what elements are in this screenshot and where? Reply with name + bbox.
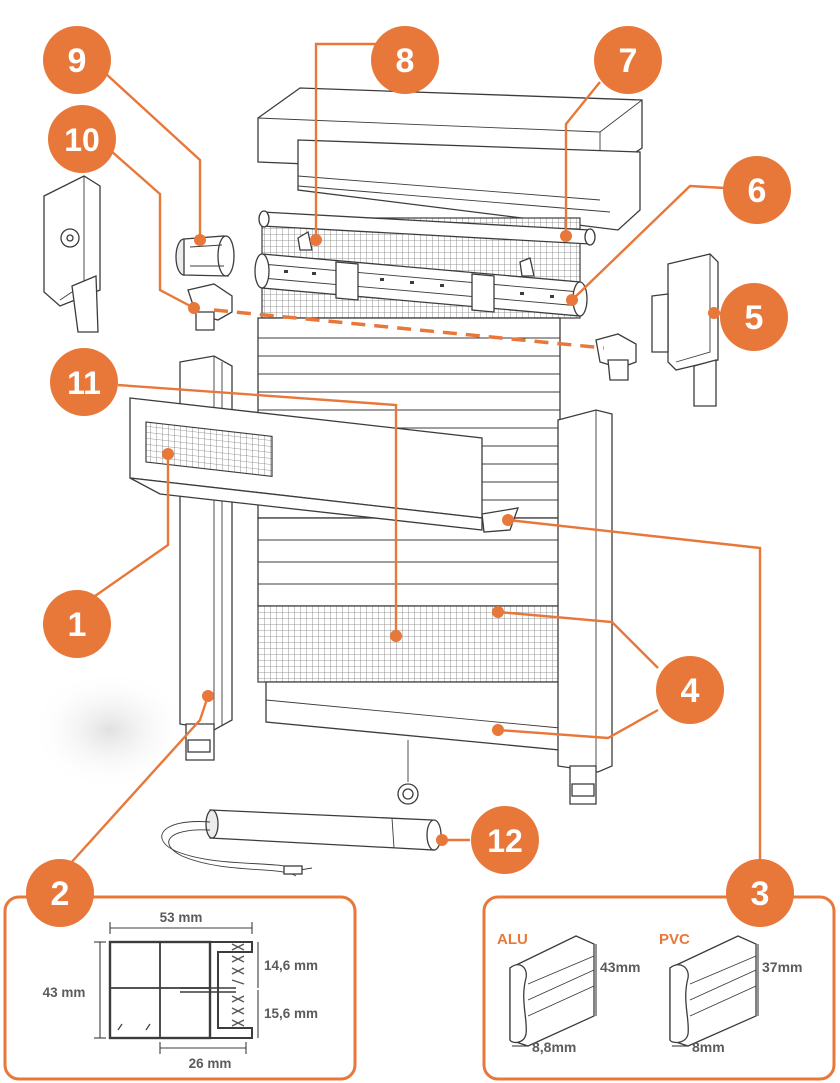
- profile-width-bottom: 26 mm: [189, 1056, 232, 1071]
- slat-profile-panel: ALU 43mm 8,8mm PVC 37mm 8mm: [482, 895, 836, 1081]
- callout-12: 12: [471, 806, 539, 874]
- leader-endpoints: [162, 230, 720, 846]
- right-guide-rail: [557, 409, 613, 805]
- callout-1: 1: [43, 590, 111, 658]
- pvc-slat-drawing: [669, 935, 759, 1047]
- callout-6: 6: [723, 156, 791, 224]
- callout-8: 8: [371, 26, 439, 94]
- alu-height: 43mm: [600, 959, 640, 975]
- front-fascia: [129, 397, 519, 533]
- bracket-right: [595, 333, 637, 381]
- callout-2: 2: [26, 859, 94, 927]
- profile-dimension-lines: [94, 922, 259, 1054]
- alu-thickness: 8,8mm: [532, 1039, 576, 1055]
- drop-shadow: [30, 670, 190, 790]
- callout-4: 4: [656, 656, 724, 724]
- octagonal-axle: [254, 230, 588, 317]
- callout-9-label: 9: [68, 42, 87, 80]
- guide-profile-panel: 53 mm 43 mm 14,6 mm 15,6 mm 26 mm: [3, 895, 357, 1081]
- callout-3: 3: [726, 859, 794, 927]
- callout-2-label: 2: [51, 875, 70, 913]
- callout-10: 10: [48, 105, 116, 173]
- callout-8-label: 8: [396, 42, 415, 80]
- pvc-height: 37mm: [762, 959, 802, 975]
- callout-6-label: 6: [748, 172, 767, 210]
- assembly-axis: [213, 308, 605, 350]
- end-cap-right: [651, 253, 719, 407]
- callout-1-label: 1: [68, 606, 87, 644]
- profile-brush-upper: 14,6 mm: [264, 958, 318, 973]
- leader-lines: [59, 42, 762, 883]
- profile-height-left: 43 mm: [43, 985, 86, 1000]
- motor-tube: [161, 809, 442, 877]
- guide-profile-section: [108, 940, 253, 1040]
- callout-9: 9: [43, 26, 111, 94]
- profile-brush-lower: 15,6 mm: [264, 1006, 318, 1021]
- callout-7: 7: [594, 26, 662, 94]
- callout-11-label: 11: [67, 365, 101, 401]
- callout-5: 5: [720, 283, 788, 351]
- top-roller: [258, 210, 596, 246]
- callout-7-label: 7: [619, 42, 638, 80]
- alu-slat-drawing: [509, 935, 597, 1047]
- callout-12-label: 12: [487, 823, 523, 859]
- brush-seal-lower: [231, 995, 245, 1027]
- callout-10-label: 10: [64, 122, 100, 158]
- callout-11: 11: [50, 348, 118, 416]
- pvc-thickness: 8mm: [692, 1039, 725, 1055]
- brush-seal-upper: [231, 943, 245, 985]
- pvc-label: PVC: [659, 931, 690, 948]
- alu-label: ALU: [497, 931, 528, 948]
- spring-plug: [175, 235, 235, 277]
- callout-5-label: 5: [745, 299, 764, 337]
- profile-width-top: 53 mm: [160, 910, 203, 925]
- end-cap-left: [43, 175, 101, 333]
- box-cover: [257, 87, 643, 231]
- callout-4-label: 4: [681, 672, 700, 710]
- callout-3-label: 3: [751, 875, 770, 913]
